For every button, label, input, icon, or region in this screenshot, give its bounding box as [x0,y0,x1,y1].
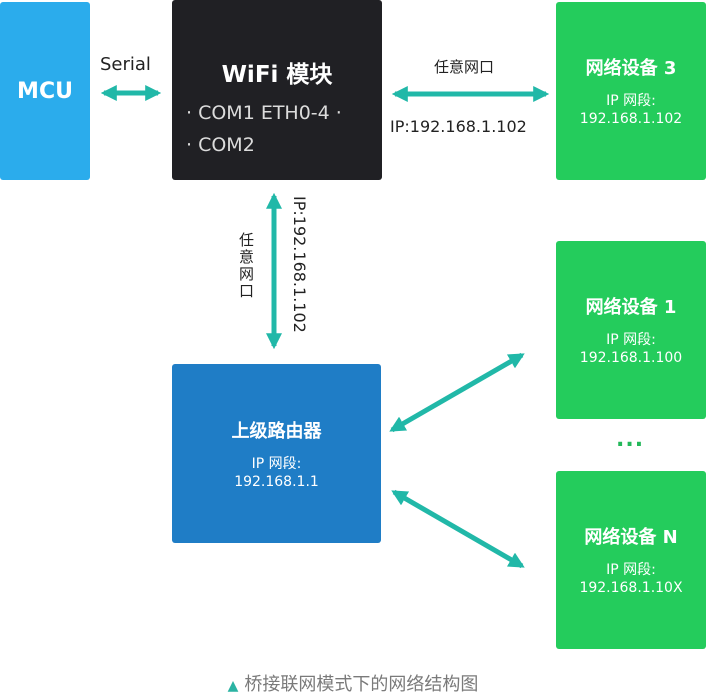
upstream-router-block: 上级路由器 IP 网段: 192.168.1.1 [172,364,381,543]
diagram-caption: ▲ 桥接联网模式下的网络结构图 [0,670,706,696]
device-3-ip-value: 192.168.1.102 [579,111,683,127]
serial-link-label: Serial [100,54,151,75]
more-devices-ellipsis: ... [616,427,645,452]
network-device-3-block: 网络设备 3 IP 网段: 192.168.1.102 [556,2,706,180]
wifi-ports-line-2: · COM2 [186,134,255,156]
device-n-ip-label: IP 网段: [606,562,656,578]
router-ip-value: 192.168.1.1 [234,473,319,490]
device-1-title: 网络设备 1 [585,297,677,318]
wifi-module-block: WiFi 模块 · COM1 ETH0-4 · · COM2 [172,0,382,180]
device-3-ip: IP 网段: 192.168.1.102 [580,92,682,128]
router-device1-arrow [389,352,525,433]
mcu-title: MCU [17,78,73,104]
device-1-ip-value: 192.168.1.100 [579,350,683,366]
device-n-title: 网络设备 N [584,527,678,548]
caption-text: 桥接联网模式下的网络结构图 [244,674,479,695]
network-device-n-block: 网络设备 N IP 网段: 192.168.1.10X [556,471,706,649]
router-title: 上级路由器 [231,420,322,442]
router-devicen-arrow [391,489,525,569]
network-device-1-block: 网络设备 1 IP 网段: 192.168.1.100 [556,241,706,419]
wifi-ports-line-1: · COM1 ETH0-4 · [186,102,342,124]
device-1-ip: IP 网段: 192.168.1.100 [580,331,682,367]
router-ip-label: IP 网段: [251,455,302,472]
vertical-port-label: 任意网口 [237,232,255,300]
device-1-ip-label: IP 网段: [606,332,656,348]
wifi-module-title: WiFi 模块 [221,62,333,88]
device-n-ip-value: 192.168.1.10X [579,580,683,596]
triangle-icon: ▲ [227,678,239,694]
mcu-block: MCU [0,2,90,180]
device-3-title: 网络设备 3 [585,58,677,79]
horizontal-ip-label: IP:192.168.1.102 [390,117,527,136]
vertical-ip-label: IP:192.168.1.102 [290,196,309,333]
horizontal-port-label: 任意网口 [434,58,495,76]
router-ip: IP 网段: 192.168.1.1 [234,455,319,491]
device-n-ip: IP 网段: 192.168.1.10X [579,561,682,597]
device-3-ip-label: IP 网段: [606,93,656,109]
